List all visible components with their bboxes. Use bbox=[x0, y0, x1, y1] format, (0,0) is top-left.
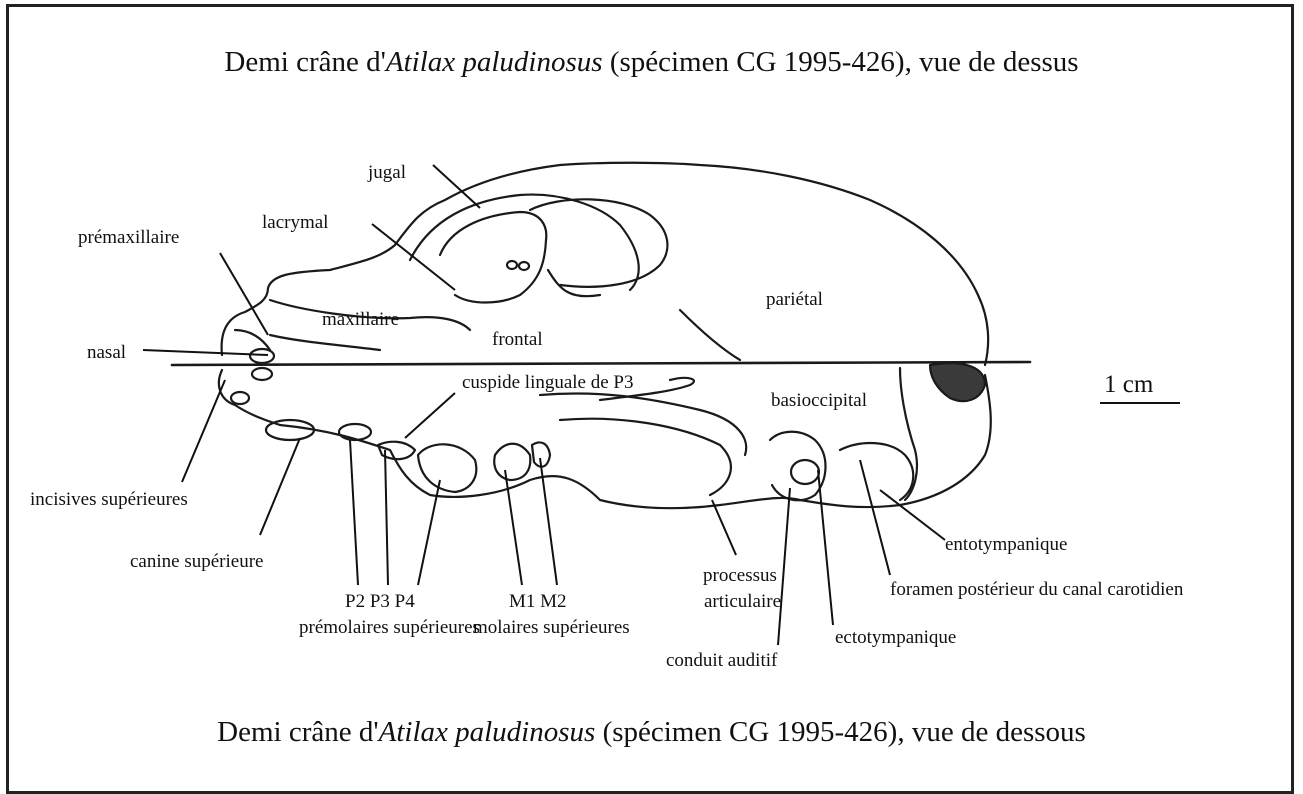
zygomatic-arch bbox=[410, 195, 639, 290]
canine-tooth bbox=[266, 420, 314, 440]
basioccipital-shade bbox=[930, 363, 985, 401]
label-entotympanique: entotympanique bbox=[945, 535, 1067, 554]
skull-dorsal-outline bbox=[222, 163, 989, 365]
label-p2-p3-p4: P2 P3 P4 bbox=[345, 592, 415, 611]
label-parietal: pariétal bbox=[766, 290, 823, 309]
label-articulaire: articulaire bbox=[704, 592, 781, 611]
title-bottom-view: Demi crâne d'Atilax paludinosus (spécime… bbox=[0, 716, 1303, 749]
m1-tooth bbox=[494, 444, 530, 480]
label-basioccipital: basioccipital bbox=[771, 391, 867, 410]
p4-tooth bbox=[418, 444, 476, 492]
label-m1-m2: M1 M2 bbox=[509, 592, 567, 611]
leader-lines bbox=[143, 165, 1180, 645]
p2-tooth bbox=[339, 424, 371, 440]
label-processus: processus bbox=[703, 566, 777, 585]
label-jugal: jugal bbox=[368, 163, 406, 182]
label-premolaires: prémolaires supérieures bbox=[299, 618, 480, 637]
orbit bbox=[440, 212, 546, 303]
scale-bar-label: 1 cm bbox=[1104, 371, 1153, 399]
label-ectotympanique: ectotympanique bbox=[835, 628, 956, 647]
p3-tooth bbox=[378, 442, 415, 459]
incisor-tooth bbox=[231, 392, 249, 404]
label-cuspide: cuspide linguale de P3 bbox=[462, 373, 634, 392]
label-molaires: molaires supérieures bbox=[473, 618, 630, 637]
label-maxillaire: maxillaire bbox=[322, 310, 399, 329]
midline bbox=[172, 362, 1030, 365]
label-canine: canine supérieure bbox=[130, 552, 263, 571]
label-conduit-auditif: conduit auditif bbox=[666, 651, 777, 670]
label-foramen: foramen postérieur du canal carotidien bbox=[890, 580, 1183, 599]
label-frontal: frontal bbox=[492, 330, 543, 349]
label-nasal: nasal bbox=[87, 343, 126, 362]
label-premaxillaire: prémaxillaire bbox=[78, 228, 179, 247]
label-lacrymal: lacrymal bbox=[262, 213, 328, 232]
label-incisives: incisives supérieures bbox=[30, 490, 188, 509]
